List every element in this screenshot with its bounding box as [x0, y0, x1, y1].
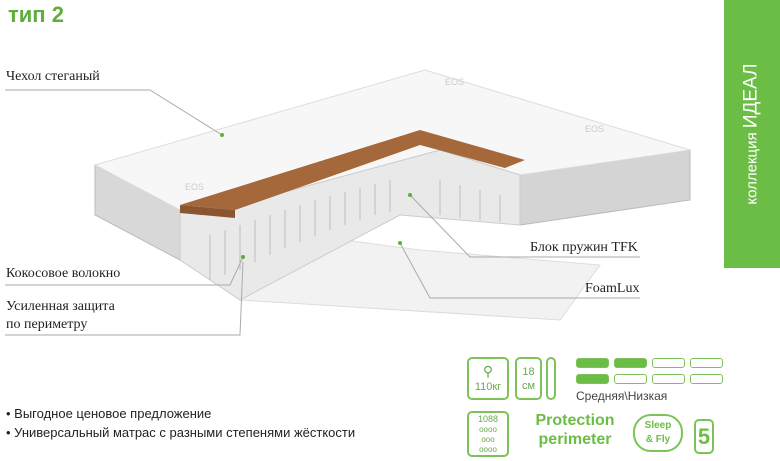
label-coconut: Кокосовое волокно [6, 266, 121, 281]
coconut-layer-edge [180, 205, 235, 218]
coconut-layer [180, 130, 525, 210]
banner-prefix: коллекция [743, 128, 761, 205]
feature-2: • Универсальный матрас с разными степеня… [6, 425, 356, 440]
leader-dots [220, 133, 412, 259]
label-reinforced-2: по периметру [6, 317, 88, 332]
protection-perimeter-icon: Protection perimeter [525, 411, 625, 449]
firmness-bar [576, 358, 609, 368]
firmness-bar [614, 358, 647, 368]
firmness-bar [652, 358, 685, 368]
firmness-label: Средняя\Низкая [576, 389, 668, 403]
sleep-fly-line-2: & Fly [645, 434, 671, 445]
label-springs: Блок пружин TFK [530, 240, 638, 255]
sleep-fly-icon: Sleep & Fly [633, 414, 683, 452]
sleep-fly-line-1: Sleep [644, 420, 672, 431]
springs-count-value: 1088 [477, 414, 499, 424]
springs [209, 180, 501, 280]
leader-lines [5, 89, 640, 336]
label-cover: Чехол стеганый [6, 69, 100, 84]
firmness-bar [690, 374, 723, 384]
firmness-bar [652, 374, 685, 384]
eos-watermark: EOS [185, 182, 204, 192]
firmness-indicator [576, 358, 723, 384]
banner-name: ИДЕАЛ [740, 63, 762, 129]
eos-watermark: EOS [445, 77, 464, 87]
label-reinforced-1: Усиленная защита [6, 299, 115, 314]
kettlebell-icon: ⚲ [482, 363, 494, 379]
label-foam: FoamLux [585, 281, 640, 296]
height-unit: см [521, 380, 536, 392]
protection-line-1: Protection [535, 412, 615, 429]
ruler-icon [546, 357, 556, 400]
max-weight-icon: ⚲ 110кг [467, 357, 509, 400]
collection-banner: коллекция ИДЕАЛ [724, 0, 780, 268]
firmness-bar [614, 374, 647, 384]
firmness-bar [690, 358, 723, 368]
height-icon: 18 см [515, 357, 542, 400]
page-title: тип 2 [8, 2, 64, 27]
feature-1: • Выгодное ценовое предложение [6, 406, 212, 421]
max-weight-value: 110кг [474, 381, 502, 393]
warranty-icon: 5 [694, 419, 714, 454]
height-value: 18 [522, 366, 535, 378]
eos-watermark: EOS [585, 124, 604, 134]
protection-line-2: perimeter [538, 431, 612, 448]
mattress-illustration: EOS EOS EOS [5, 69, 691, 336]
firmness-bar [576, 374, 609, 384]
